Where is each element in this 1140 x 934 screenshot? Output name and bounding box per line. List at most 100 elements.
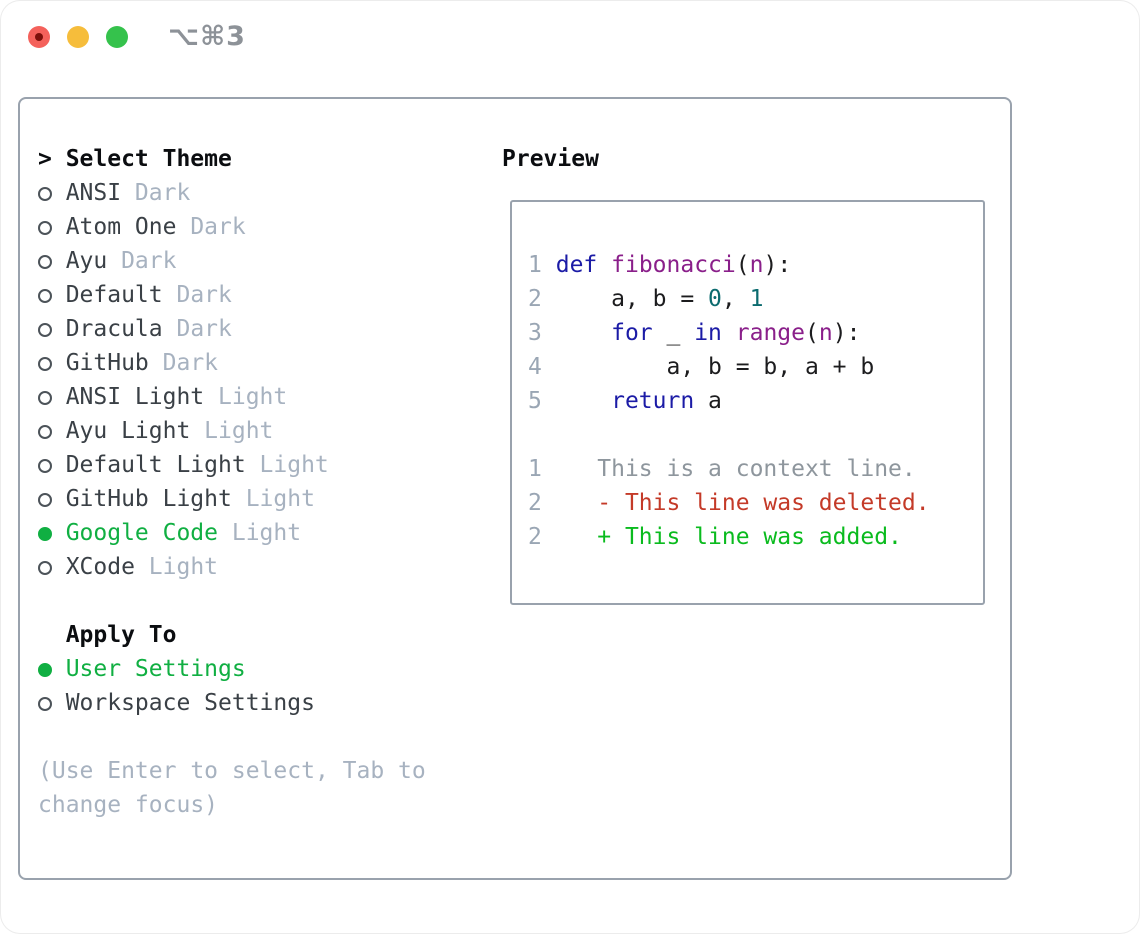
code-token: range [735, 320, 806, 346]
circle-glyph [38, 391, 52, 405]
apply-option-workspace-settings[interactable]: Workspace Settings [38, 686, 426, 720]
radio-icon [38, 550, 66, 584]
theme-variant-tag: Dark [176, 316, 232, 342]
preview-line [528, 214, 977, 248]
traffic-light-zoom-icon[interactable] [106, 26, 128, 48]
diff-text: This is a context line. [541, 456, 916, 482]
code-token: return [611, 388, 695, 414]
line-number: 2 [528, 286, 542, 312]
titlebar: ⌥⌘3 [0, 0, 1140, 74]
code-token: _ [652, 320, 695, 346]
radio-icon [38, 482, 66, 516]
preview-line [528, 418, 977, 452]
theme-variant-tag: Light [148, 554, 219, 580]
theme-variant-tag: Dark [190, 214, 246, 240]
theme-option-ayu[interactable]: Ayu Dark [38, 244, 426, 278]
theme-name: XCode [65, 554, 135, 580]
selected-radio-icon [38, 652, 66, 686]
theme-name: GitHub [65, 350, 149, 376]
radio-icon [38, 278, 66, 312]
circle-glyph [38, 289, 52, 303]
theme-variant-tag: Light [218, 384, 288, 410]
apply-to-header: Apply To [38, 618, 426, 652]
code-line: 1 def fibonacci(n): [528, 248, 977, 282]
theme-name: ANSI Light [65, 384, 205, 410]
circle-glyph [38, 493, 52, 507]
select-theme-header: >Select Theme [38, 142, 426, 176]
theme-option-xcode[interactable]: XCode Light [38, 550, 426, 584]
theme-variant-tag: Dark [121, 248, 177, 274]
diff-line-del: 2 - This line was deleted. [528, 486, 977, 520]
code-token: fibonacci [611, 252, 736, 278]
circle-glyph [38, 697, 52, 711]
theme-name: ANSI [65, 180, 122, 206]
code-token: n [749, 252, 764, 278]
theme-name: GitHub Light [65, 486, 232, 512]
spacer [38, 584, 426, 618]
code-token [542, 388, 611, 414]
code-token: ( [805, 320, 819, 346]
radio-icon [38, 312, 66, 346]
theme-option-github[interactable]: GitHub Dark [38, 346, 426, 380]
circle-glyph [38, 527, 52, 541]
spacer [38, 720, 426, 754]
line-number: 2 [528, 524, 542, 550]
circle-glyph [38, 323, 52, 337]
radio-icon [38, 176, 66, 210]
code-token: def [555, 252, 598, 278]
circle-glyph [38, 459, 52, 473]
code-token: 1 [749, 286, 764, 312]
help-text: (Use Enter to select, Tab to [38, 758, 426, 784]
diff-text: + This line was added. [541, 524, 902, 550]
help-text-line: (Use Enter to select, Tab to [38, 754, 426, 788]
radio-icon [38, 414, 66, 448]
code-line: 4 a, b = b, a + b [528, 350, 977, 384]
circle-glyph [38, 187, 52, 201]
radio-icon [38, 380, 66, 414]
apply-option-label: Workspace Settings [65, 690, 315, 716]
radio-icon [38, 346, 66, 380]
radio-icon [38, 210, 66, 244]
code-token: for [611, 320, 653, 346]
circle-glyph [38, 357, 52, 371]
diff-line-add: 2 + This line was added. [528, 520, 977, 554]
apply-option-user-settings[interactable]: User Settings [38, 652, 426, 686]
code-token: ): [832, 320, 861, 346]
code-token: a [694, 388, 722, 414]
unsaved-dot-icon [35, 33, 43, 41]
help-text: change focus) [38, 792, 219, 818]
line-number: 1 [528, 456, 542, 482]
radio-icon [38, 448, 66, 482]
theme-variant-tag: Dark [162, 350, 219, 376]
traffic-light-minimize-icon[interactable] [67, 26, 89, 48]
select-theme-title: Select Theme [65, 146, 232, 172]
line-number: 2 [528, 490, 542, 516]
circle-glyph [38, 425, 52, 439]
code-token: in [694, 320, 722, 346]
theme-name: Ayu [65, 248, 108, 274]
theme-name: Google Code [65, 520, 219, 546]
traffic-light-close-icon[interactable] [28, 26, 50, 48]
radio-icon [38, 686, 66, 720]
line-number: 1 [528, 252, 542, 278]
theme-option-ansi-light[interactable]: ANSI Light Light [38, 380, 426, 414]
apply-option-label: User Settings [65, 656, 246, 682]
theme-variant-tag: Dark [176, 282, 232, 308]
circle-glyph [38, 221, 52, 235]
diff-line-ctx: 1 This is a context line. [528, 452, 977, 486]
line-number: 3 [528, 320, 542, 346]
window-title: ⌥⌘3 [168, 21, 246, 52]
code-line: 2 a, b = 0, 1 [528, 282, 977, 316]
code-token: n [818, 320, 833, 346]
theme-name: Default Light [65, 452, 246, 478]
